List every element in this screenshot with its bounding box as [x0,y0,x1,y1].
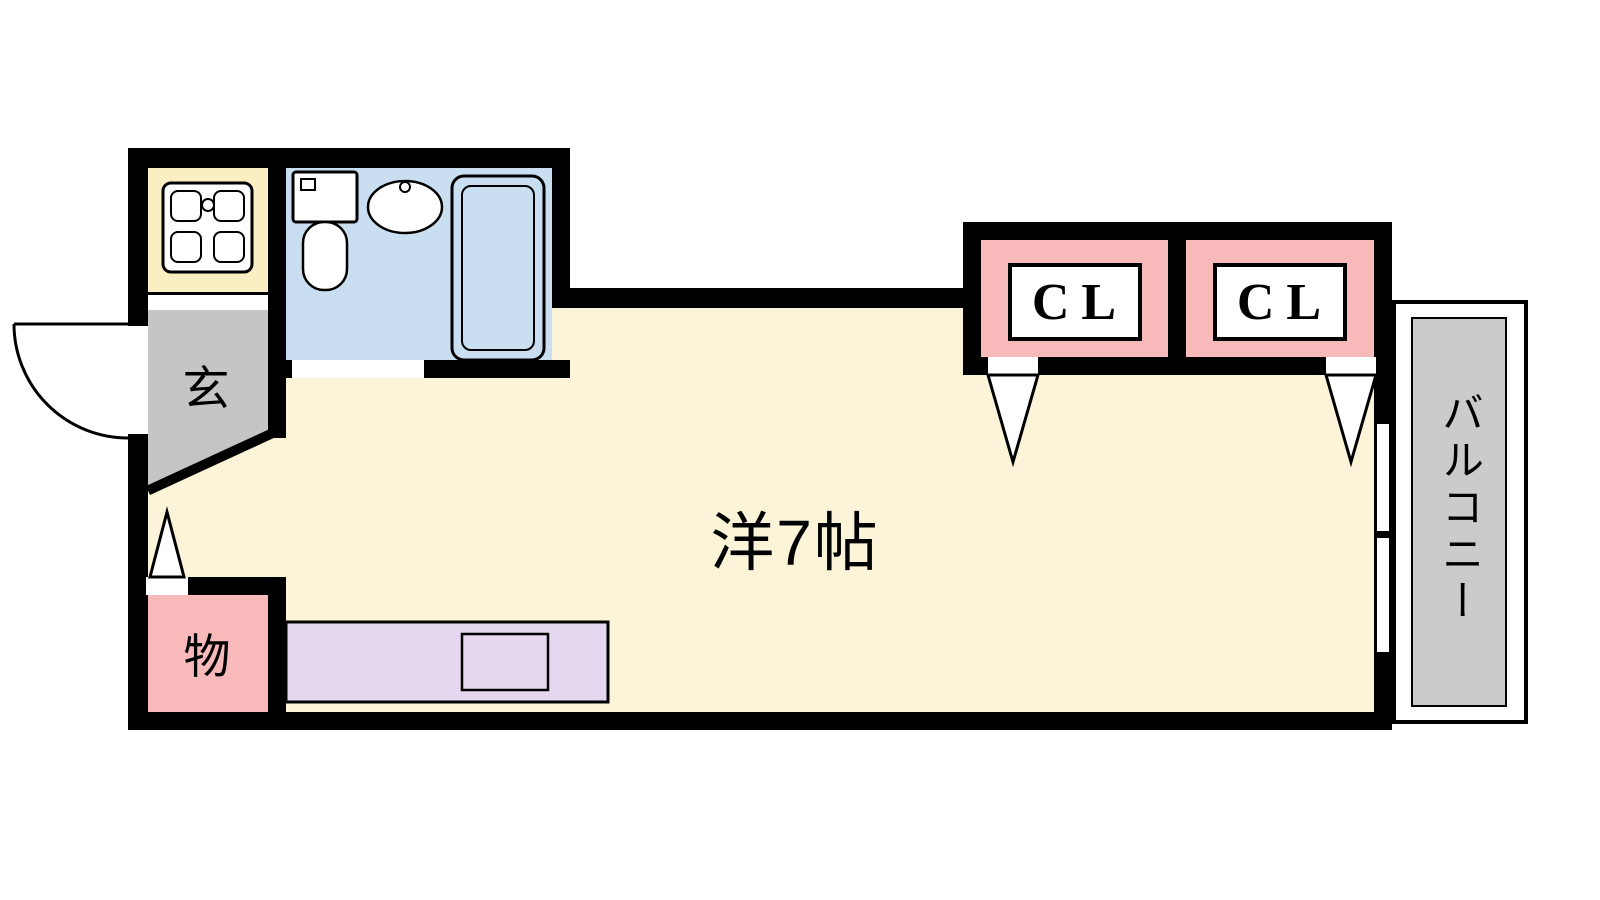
door-triangle-icon [1324,373,1378,468]
wall-diagonal [146,427,278,495]
stove-icon [460,632,550,692]
wall-segment [128,148,148,326]
wall-segment [268,577,286,730]
wall-segment [552,288,981,308]
door-opening [988,357,1038,375]
bathtub-icon [450,174,546,362]
storage-label: 物 [183,629,231,683]
wall-segment [963,222,981,375]
door-opening [1326,357,1376,375]
door-triangle-icons [148,373,1378,579]
kitchen-entrance-step [148,296,268,310]
balcony-floor [1411,317,1507,707]
wall-segment [963,357,1392,375]
entrance-label: 玄 [182,361,230,415]
kitchen-counter [284,620,610,704]
kitchen-sink-icon [161,181,254,274]
door-triangle-icon [986,373,1040,468]
door-opening [292,360,424,378]
door-opening [128,326,148,434]
wall-segment [268,148,286,438]
door-opening [146,577,188,595]
door-triangle-icon [148,506,186,579]
closet-left-label: CL [1008,263,1142,341]
door-swing-icon [12,322,129,440]
wall-segment [128,712,1392,730]
wall-openings [128,326,1392,652]
storage-floor [148,595,268,712]
wall-segment [148,292,268,295]
window-icon [1374,424,1392,652]
wall-segment [128,148,570,168]
main-room-label: 洋7帖 [710,507,880,579]
sink-icon [366,179,444,235]
wall-segment [1168,222,1186,375]
closet-right-label: CL [1213,263,1347,341]
toilet-icon [291,170,359,292]
balcony-label: バルコニー [1436,390,1484,626]
wall-segment [552,148,570,308]
